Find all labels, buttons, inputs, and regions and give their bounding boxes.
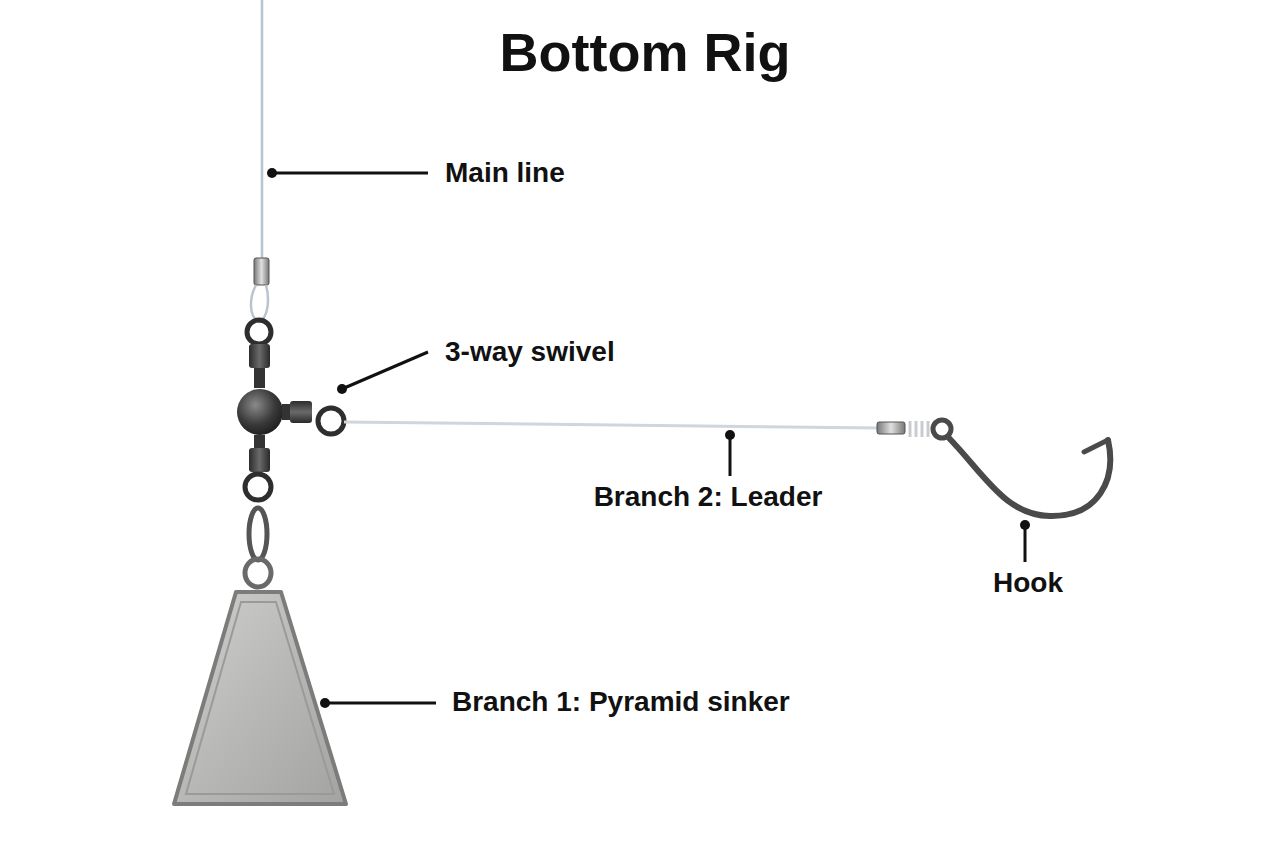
- part-label: Branch 2: Leader: [594, 481, 823, 513]
- part-label: Branch 1: Pyramid sinker: [452, 686, 790, 718]
- main-line: [261, 0, 264, 260]
- three-way-swivel: [237, 320, 344, 500]
- part-label: 3-way swivel: [445, 336, 615, 368]
- callout-leaders: [267, 168, 1030, 708]
- pyramid-sinker: [174, 592, 346, 804]
- leader-line: [344, 422, 880, 428]
- part-label: Main line: [445, 157, 565, 189]
- crimp-sleeve: [254, 258, 269, 285]
- hook: [933, 420, 1110, 516]
- diagram-title: Bottom Rig: [500, 21, 791, 83]
- part-label: Hook: [993, 567, 1063, 599]
